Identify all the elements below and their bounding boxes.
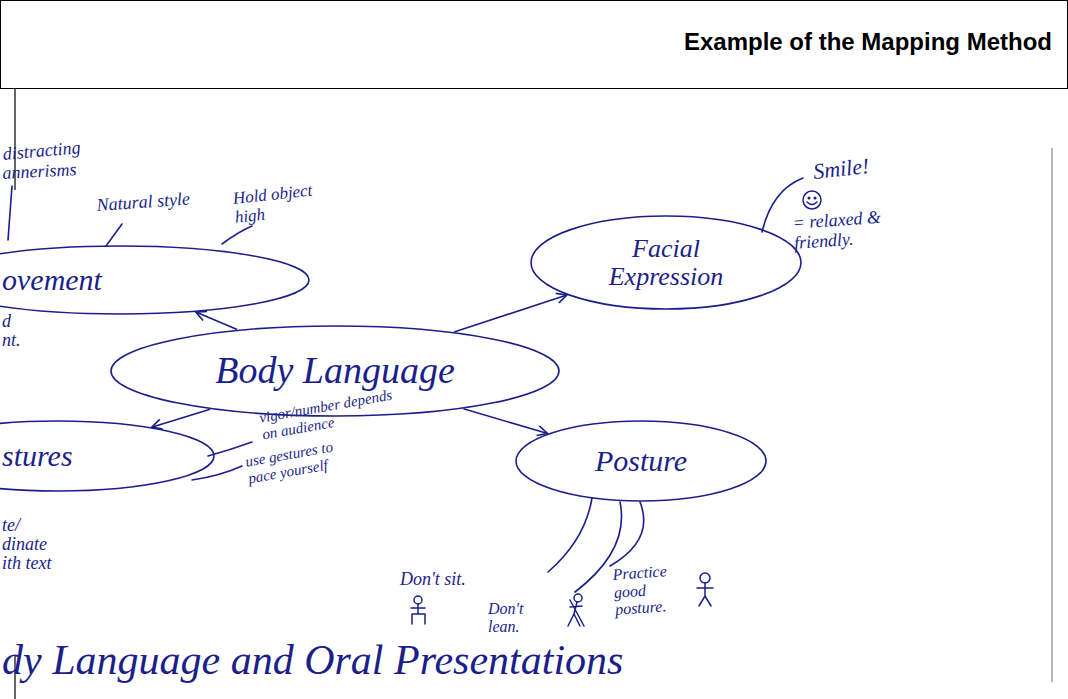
- arrow-connector: [454, 295, 567, 332]
- note-label: dinate: [2, 535, 47, 555]
- node-label: Posture: [595, 445, 687, 477]
- note-label: Don't sit.: [400, 570, 466, 590]
- node-label: ovement: [2, 264, 102, 296]
- caption-text: dy Language and Oral Presentations: [2, 636, 623, 684]
- leader-lines: [8, 178, 803, 592]
- note-label: d: [2, 312, 11, 332]
- mind-map-ellipse: ovement: [0, 245, 310, 315]
- arrow-connector: [196, 312, 237, 329]
- node-label: stures: [2, 440, 73, 472]
- mind-map-ellipse: Posture: [515, 420, 767, 502]
- page-title: Example of the Mapping Method: [684, 28, 1052, 56]
- arrow-connector: [152, 409, 210, 427]
- mind-map-ellipse: Facial Expression: [530, 215, 802, 310]
- arrow-connector: [463, 409, 547, 434]
- note-label: Practice good posture.: [612, 560, 695, 618]
- note-label: Smile!: [812, 154, 870, 184]
- mind-map-ellipse: stures: [0, 420, 215, 492]
- note-label: = relaxed & friendly.: [792, 207, 895, 253]
- node-label: Facial Expression: [581, 235, 751, 290]
- note-label: Hold object high: [232, 180, 331, 227]
- note-label: ith text: [2, 554, 51, 574]
- note-label: annerisms: [2, 160, 77, 184]
- smiley-icon: [803, 191, 821, 209]
- note-label: use gestures to pace yourself: [244, 435, 360, 487]
- node-label: Body Language: [215, 351, 455, 391]
- note-label: Natural style: [96, 189, 191, 215]
- note-label: te/: [2, 516, 20, 536]
- note-label: vigor/number depends on audience: [258, 384, 411, 443]
- image-border: [1051, 148, 1053, 682]
- note-label: Don't lean.: [488, 600, 540, 635]
- note-label: nt.: [2, 331, 21, 351]
